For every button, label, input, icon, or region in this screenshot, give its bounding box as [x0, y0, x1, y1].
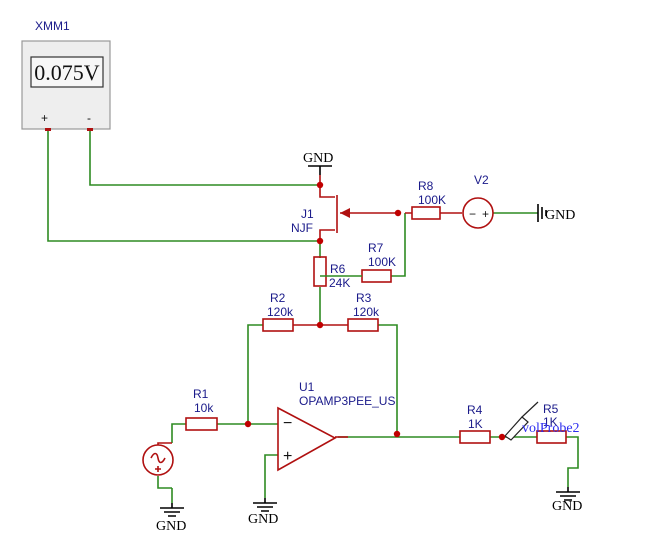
r2-value: 120k: [267, 305, 294, 319]
resistor-r7[interactable]: R7 100K: [320, 241, 396, 283]
opamp-noninverting-label: +: [283, 448, 292, 465]
ground-label-opamp: GND: [248, 512, 278, 527]
voltage-source-v2[interactable]: V2 − +: [462, 173, 494, 229]
r1-body: [185, 417, 218, 431]
r3-body: [347, 318, 379, 332]
ground-symbol-ac: GND: [156, 503, 186, 534]
r5-value: 1K: [543, 415, 558, 429]
r2-body: [262, 318, 294, 332]
r6-value: 24K: [329, 276, 350, 290]
wires: [47, 130, 579, 503]
r7-value: 100K: [368, 255, 396, 269]
v2-body: [462, 197, 494, 229]
r2-ref: R2: [270, 291, 286, 305]
r4-value: 1K: [468, 417, 483, 431]
resistor-r8[interactable]: R8 100K: [405, 179, 462, 220]
r3-value: 120k: [353, 305, 380, 319]
r3-ref: R3: [356, 291, 372, 305]
ground-symbol-top: GND: [303, 151, 333, 185]
ac-plus-mark: [155, 466, 161, 472]
opamp-model: OPAMP3PEE_US: [299, 394, 395, 408]
r5-body: [536, 430, 567, 444]
multimeter-display: [30, 56, 104, 88]
r8-value: 100K: [418, 193, 446, 207]
multimeter-xmm1[interactable]: XMM1 0.075V + -: [21, 19, 111, 131]
r1-value: 10k: [194, 401, 214, 415]
voltage-probe[interactable]: volProbe2: [504, 401, 580, 441]
multimeter-reading: 0.075V: [34, 60, 100, 85]
ground-symbol-r5: GND: [552, 487, 582, 514]
v2-plus-label: +: [482, 207, 489, 221]
junction-nodes: [244, 181, 506, 441]
r7-body: [361, 269, 392, 283]
multimeter-plus-label: +: [41, 111, 48, 125]
v2-minus-label: −: [469, 207, 476, 221]
ac-source[interactable]: [142, 442, 174, 476]
r8-ref: R8: [418, 179, 434, 193]
resistor-r2[interactable]: R2 120k: [262, 291, 320, 332]
multimeter-plus-terminal: [45, 128, 51, 131]
resistor-r6[interactable]: R6 24K: [313, 256, 350, 290]
ground-label-v2: GND: [545, 208, 575, 223]
jfet-j1[interactable]: J1 NJF: [291, 185, 398, 241]
resistor-r4[interactable]: R4 1K: [459, 403, 491, 444]
r1-ref: R1: [193, 387, 209, 401]
multimeter-label: XMM1: [35, 19, 70, 33]
multimeter-minus-terminal: [87, 128, 93, 131]
r5-ref: R5: [543, 402, 559, 416]
opamp-u1[interactable]: U1 OPAMP3PEE_US − +: [277, 380, 395, 472]
r8-body: [411, 206, 441, 220]
opamp-inverting-label: −: [283, 415, 292, 432]
ground-symbol-opamp: GND: [248, 498, 278, 527]
opamp-body: [277, 406, 337, 472]
r7-ref: R7: [368, 241, 384, 255]
probe-icon: [504, 416, 529, 441]
opamp-ref: U1: [299, 380, 315, 394]
multimeter-minus-label: -: [87, 111, 91, 125]
v2-ref: V2: [474, 173, 489, 187]
jfet-type: NJF: [291, 221, 313, 235]
ground-symbol-v2: GND: [537, 204, 575, 223]
probe-label: volProbe2: [522, 421, 580, 436]
resistor-r1[interactable]: R1 10k: [185, 387, 218, 431]
ground-label-top: GND: [303, 151, 333, 166]
r4-ref: R4: [467, 403, 483, 417]
ground-label-ac: GND: [156, 519, 186, 534]
r6-body: [313, 256, 327, 287]
r4-body: [459, 430, 491, 444]
r6-ref: R6: [330, 262, 346, 276]
resistor-r3[interactable]: R3 120k: [320, 291, 380, 332]
jfet-ref: J1: [301, 207, 314, 221]
ground-label-r5: GND: [552, 499, 582, 514]
resistor-r5[interactable]: R5 1K: [536, 402, 567, 444]
